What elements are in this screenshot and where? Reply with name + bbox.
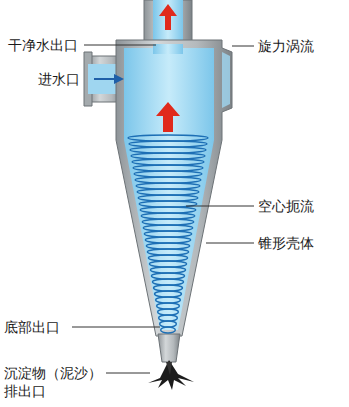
conical-shell bbox=[116, 40, 232, 336]
coil-turn bbox=[148, 255, 187, 261]
coil-turn bbox=[130, 147, 206, 153]
sediment-stream bbox=[166, 362, 172, 375]
coil-turn bbox=[142, 219, 193, 225]
coil-turn bbox=[134, 171, 202, 177]
coil-turn bbox=[151, 273, 184, 279]
flow-arrow bbox=[159, 4, 177, 30]
coil-turn bbox=[135, 177, 201, 183]
inlet-arrow bbox=[94, 78, 114, 80]
coil-turn bbox=[141, 213, 194, 219]
leader-line bbox=[84, 45, 156, 46]
inlet-arrow-head bbox=[114, 74, 124, 84]
coil-turn bbox=[157, 303, 180, 309]
callout-label: 旋力涡流 bbox=[258, 37, 314, 55]
coil-turn bbox=[131, 153, 205, 159]
leader-line bbox=[206, 243, 254, 244]
leader-line bbox=[186, 206, 254, 207]
leader-line bbox=[72, 327, 160, 328]
coil-turn bbox=[150, 267, 185, 273]
coil-turn bbox=[155, 291, 182, 297]
coil-turn bbox=[132, 159, 204, 165]
coil-turn bbox=[140, 207, 196, 213]
leader-line bbox=[106, 373, 150, 374]
flow-arrow bbox=[156, 102, 180, 132]
coil-turn bbox=[138, 195, 198, 201]
bottom-outlet bbox=[158, 334, 180, 362]
inner-water bbox=[124, 48, 214, 330]
coil-turn bbox=[129, 141, 207, 147]
coil-turn bbox=[136, 183, 200, 189]
coil-turn bbox=[143, 225, 192, 231]
leader-line bbox=[232, 46, 254, 47]
coil-turn bbox=[160, 321, 177, 327]
callout-label: 锥形壳体 bbox=[258, 234, 314, 252]
coil-turn bbox=[128, 135, 208, 141]
vortex-finder bbox=[153, 44, 183, 54]
coil-turn bbox=[149, 261, 186, 267]
coil-turn bbox=[145, 237, 190, 243]
coil-turn bbox=[144, 231, 191, 237]
callout-label: 沉淀物（泥沙） 排出口 bbox=[4, 364, 108, 400]
coil-turn bbox=[158, 309, 179, 315]
coil-turn bbox=[159, 315, 178, 321]
coil-turn bbox=[147, 249, 188, 255]
callout-label: 进水口 bbox=[38, 70, 80, 88]
coil-vortex bbox=[128, 135, 208, 333]
coil-turn bbox=[152, 279, 183, 285]
vortex-chamber bbox=[222, 52, 230, 108]
callout-label: 干净水出口 bbox=[8, 36, 78, 54]
coil-turn bbox=[161, 327, 176, 333]
coil-turn bbox=[146, 243, 189, 249]
sediment bbox=[148, 360, 194, 390]
coil-turn bbox=[154, 285, 183, 291]
coil-turn bbox=[156, 297, 181, 303]
callout-label: 空心扼流 bbox=[258, 197, 314, 215]
callout-label: 底部出口 bbox=[4, 318, 60, 336]
coil-turn bbox=[133, 165, 203, 171]
coil-turn bbox=[137, 189, 199, 195]
